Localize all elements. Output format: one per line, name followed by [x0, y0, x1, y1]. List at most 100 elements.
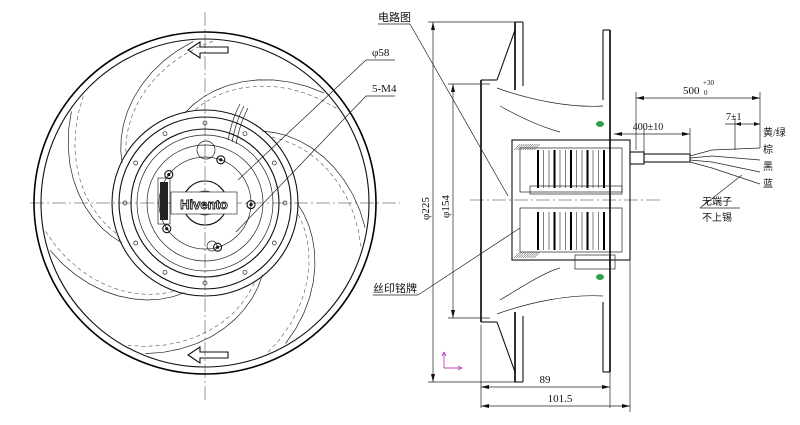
- label-400: 400±10: [633, 122, 664, 133]
- inlet-cone: [499, 267, 561, 301]
- label-d225: φ225: [420, 197, 432, 220]
- hatch-line: [524, 143, 532, 151]
- hatch-line: [527, 143, 534, 151]
- brand-plate: [170, 191, 238, 215]
- leader-terminal: [699, 174, 743, 209]
- ring-slot: [133, 160, 139, 166]
- rotor-inner: [136, 134, 274, 272]
- seal-bottom: [596, 274, 604, 280]
- blade-curve: [145, 274, 263, 354]
- label-500: 500: [683, 85, 700, 97]
- label-wire-black: 黑: [763, 161, 773, 173]
- ring-slot: [271, 160, 277, 166]
- hatch-line: [516, 143, 523, 151]
- hub-circle: [146, 144, 264, 262]
- hatch-line: [516, 251, 523, 259]
- leader-d58: [237, 59, 367, 181]
- ring-slot: [162, 131, 168, 137]
- bolt-hole: [213, 242, 223, 252]
- side-dimensions: φ225 φ154 89 101.5 400±10 500 +30 0: [373, 11, 786, 412]
- wire-2: [689, 155, 761, 161]
- lead-wire-1: [227, 103, 241, 141]
- blade-curve: [184, 79, 325, 114]
- hatch-line: [529, 251, 536, 259]
- bolt-hole: [246, 200, 256, 210]
- connector-pins: [160, 182, 168, 220]
- lead-wire-3: [235, 107, 249, 145]
- hatch-line: [522, 251, 529, 259]
- inlet-ring-inner: [118, 116, 292, 290]
- bolt-circle: [158, 156, 252, 250]
- hatch-line: [527, 251, 534, 259]
- mounting-holes: [162, 155, 256, 252]
- ring-slot: [271, 240, 277, 246]
- motor-housing: [511, 139, 631, 261]
- wire-4: [689, 161, 761, 185]
- inlet-cone-top: [499, 105, 561, 133]
- blade-hidden-edge: [271, 136, 362, 247]
- blade-curve: [49, 250, 185, 301]
- wire-3: [689, 159, 761, 173]
- blade-curve: [67, 111, 123, 244]
- inlet-ring: [111, 109, 299, 297]
- ring-slot: [133, 240, 139, 246]
- impeller-blades: [45, 40, 366, 354]
- ring-slot: [282, 200, 288, 206]
- hatch-line: [531, 143, 538, 151]
- bolt-hole-center: [219, 158, 223, 162]
- blade-hidden-edge: [45, 231, 174, 295]
- wire-1: [689, 147, 761, 157]
- ring-slot: [122, 200, 128, 206]
- blade-curve: [120, 41, 194, 164]
- blade-curve: [285, 202, 316, 344]
- brand-text: Hivento: [180, 197, 228, 212]
- label-89: 89: [540, 374, 552, 386]
- shroud-top-curve: [496, 22, 516, 81]
- bolt-hole: [216, 155, 226, 165]
- label-no-terminal: 无端子: [702, 195, 732, 208]
- shaft: [529, 185, 623, 195]
- ring-slot: [242, 269, 248, 275]
- label-d154: φ154: [440, 195, 452, 218]
- label-500-tol-upper: +30: [703, 79, 714, 87]
- blade-profile-bottom: [496, 295, 604, 315]
- label-wire-yellow-green: 黄/绿: [763, 126, 786, 139]
- bolt-hole-center: [167, 173, 171, 177]
- hatch-line: [531, 251, 538, 259]
- label-500-tol-lower: 0: [704, 89, 708, 97]
- bolt-hole: [162, 224, 172, 234]
- blade-hidden-edge: [125, 40, 213, 153]
- hatch-line: [518, 251, 525, 259]
- stator-bottom: [519, 207, 623, 253]
- ring-slot: [202, 280, 208, 286]
- leader-m4: [235, 95, 367, 233]
- ring-slot: [242, 131, 248, 137]
- front-view: Hivento: [30, 12, 400, 400]
- lead-wire-2: [231, 105, 245, 143]
- label-7: 7±1: [726, 112, 742, 123]
- outer-rim: [33, 31, 377, 375]
- ring-slot: [162, 269, 168, 275]
- label-circuit-diagram: 电路图: [378, 11, 411, 24]
- motor-base: [574, 254, 616, 270]
- blade-curve: [262, 130, 366, 228]
- front-leaders: φ58 5-M4: [235, 47, 397, 233]
- label-wire-blue: 蓝: [763, 178, 773, 190]
- blade-hidden-edge: [195, 85, 337, 110]
- bolt-hole-center: [249, 203, 253, 207]
- label-d58: φ58: [372, 47, 390, 59]
- hatch-line: [513, 143, 521, 151]
- dim400-arrows: [614, 132, 690, 136]
- hatch-line: [520, 143, 527, 151]
- cable-gland: [629, 151, 645, 165]
- blade-hidden-edge: [267, 214, 310, 353]
- label-101-5: 101.5: [548, 393, 573, 405]
- cable-jacket: [643, 153, 691, 163]
- rotor-outer: [130, 128, 280, 278]
- hub-small-circle: [196, 140, 216, 160]
- blade-profile-top: [496, 87, 604, 107]
- hatch-line: [522, 143, 529, 151]
- blade-hidden-edge: [74, 95, 117, 234]
- rotation-arrow-top: [187, 40, 229, 60]
